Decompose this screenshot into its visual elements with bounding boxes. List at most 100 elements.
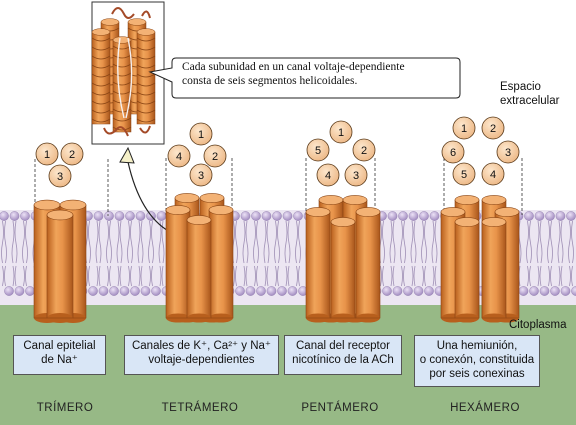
lipid-head <box>387 211 398 221</box>
lipid-tail <box>558 265 563 287</box>
helix-segment <box>112 36 132 133</box>
cylinder-top <box>454 217 480 227</box>
lipid-tail <box>148 220 154 264</box>
subunit-cylinder <box>165 205 191 323</box>
box-line: voltaje-dependientes <box>148 354 255 366</box>
helix-top <box>127 18 147 26</box>
lipid-head <box>119 286 130 296</box>
lipid-tail <box>537 265 542 287</box>
lipid-head <box>545 211 555 221</box>
lipid-tail <box>23 265 27 287</box>
cylinder-body <box>306 212 330 318</box>
lipid-head <box>392 286 403 296</box>
cylinder-top <box>481 217 507 227</box>
lipid-tail <box>295 220 301 264</box>
subunit-number: 1 <box>461 123 467 135</box>
type-label-tetramer: TETRÁMERO <box>161 402 239 414</box>
lipid-tail <box>233 265 237 287</box>
subunit-cylinder <box>305 207 331 323</box>
lipid-tail <box>401 265 405 287</box>
lipid-tail <box>243 265 248 287</box>
helix-turn <box>91 37 111 42</box>
lipid-head <box>93 211 104 221</box>
helix-turn <box>112 117 132 122</box>
lipid-tail <box>557 220 564 264</box>
subunit-cylinder <box>186 215 212 323</box>
lipid-head <box>429 211 440 221</box>
lipid-tail <box>107 265 111 287</box>
lipid-head <box>235 286 245 296</box>
helix-turn <box>112 54 132 59</box>
helix-body <box>91 31 111 125</box>
lipid-tail <box>117 265 122 287</box>
lipid-tail <box>536 220 543 264</box>
subunit-number: 6 <box>450 147 456 159</box>
lipid-tail <box>296 265 300 287</box>
lipid-head <box>256 286 266 296</box>
cylinder-body <box>166 210 190 318</box>
helix-turn <box>136 100 156 105</box>
helix-body <box>136 31 156 125</box>
helix-turn <box>112 63 132 68</box>
lipid-head <box>398 211 408 221</box>
subunit-number: 5 <box>461 169 467 181</box>
lipid-head <box>266 286 277 296</box>
type-label-pentamer: PENTÁMERO <box>301 402 379 414</box>
lipid-tail <box>527 265 531 287</box>
helix-turn <box>91 91 111 96</box>
lipid-head <box>277 286 287 296</box>
subunit-circle <box>481 116 505 140</box>
helix-segment <box>136 28 156 125</box>
lipid-head <box>566 211 576 221</box>
subunit-number: 4 <box>325 170 331 182</box>
subunit-circle <box>203 144 227 168</box>
lipid-head <box>534 211 545 221</box>
lipid-head <box>550 286 560 296</box>
subunit-circle <box>60 142 84 166</box>
lipid-tail <box>548 265 552 287</box>
lipid-tail <box>569 265 573 287</box>
subunit-cylinder <box>46 209 74 323</box>
cylinder-top <box>186 215 212 225</box>
box-line: de Na⁺ <box>41 354 78 366</box>
subunit-circle <box>329 120 353 144</box>
lipid-head <box>0 211 9 221</box>
lipid-tail <box>1 220 7 264</box>
cylinder-top <box>318 195 344 205</box>
box-line: Una hemiunión, <box>436 340 518 352</box>
lipid-head <box>408 211 419 221</box>
lipid-tail <box>106 220 112 264</box>
lipid-head <box>9 211 20 221</box>
lipid-tail <box>400 220 406 264</box>
lipid-head <box>560 286 571 296</box>
box-line: Canal del receptor <box>296 340 390 352</box>
helix-turn <box>91 55 111 60</box>
type-label-trimer: TRÍMERO <box>36 402 94 414</box>
lipid-tail <box>284 220 291 264</box>
subunit-cylinder <box>481 217 507 323</box>
helix-turn <box>136 82 156 87</box>
lipid-tail <box>242 220 249 264</box>
lipid-head <box>130 286 140 296</box>
helix-body <box>112 39 132 133</box>
type-label-hexamer: HEXÁMERO <box>450 402 520 414</box>
lipid-head <box>251 211 261 221</box>
lipid-head <box>151 286 161 296</box>
lipid-tail <box>149 265 153 287</box>
helix-turn <box>136 55 156 60</box>
lipid-tail <box>431 220 438 264</box>
lipid-head <box>125 211 135 221</box>
lipid-head <box>382 286 392 296</box>
lipid-tail <box>411 265 416 287</box>
lipid-tail <box>22 220 28 264</box>
subunit-cylinder <box>355 207 381 323</box>
lipid-head <box>555 211 566 221</box>
cylinder-top <box>330 217 356 227</box>
label-box-pentamer: Canal del receptor nicotínico de la ACh <box>284 335 402 375</box>
lipid-tail <box>390 265 395 287</box>
subunit-circle <box>481 162 505 186</box>
box-line: o conexón, constituida <box>419 354 535 366</box>
lipid-head <box>272 211 282 221</box>
